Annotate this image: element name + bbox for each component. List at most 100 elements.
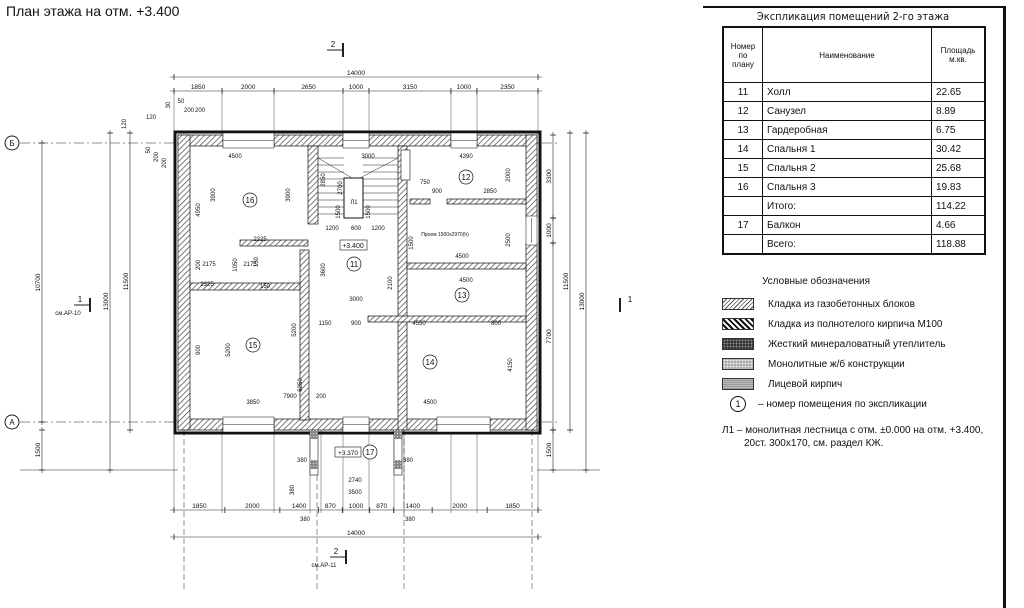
dimension-text: 1050 — [233, 258, 239, 272]
dimension-text: 2850 — [483, 189, 497, 195]
legend-item: Кладка из полнотелого кирпича М100 — [722, 314, 1012, 334]
dimension-text: 4500 — [459, 278, 473, 284]
dimension-text: 380 — [403, 458, 414, 464]
room-marker — [242, 192, 258, 208]
legend-heading: Условные обозначения — [762, 276, 871, 287]
dimension-text: 7900 — [283, 394, 297, 400]
dimension-text: 3150 — [403, 84, 418, 91]
cell-area: 30.42 — [931, 139, 986, 159]
axis-marker — [4, 414, 20, 430]
dimension-text: 2000 — [245, 503, 260, 510]
dimension-text: 120 — [146, 115, 157, 121]
dimension-text: 10700 — [35, 273, 42, 291]
dimension-text: 380 — [297, 458, 308, 464]
dimension-text: 380 — [405, 517, 416, 523]
dimension-text: 1400 — [292, 503, 307, 510]
dimension-text: 3850 — [246, 400, 260, 406]
dimension-text: 1000 — [546, 223, 553, 238]
cell-area: 118.88 — [931, 234, 986, 255]
cell-name: Спальня 2 — [762, 158, 932, 178]
dimension-text: 1000 — [457, 84, 472, 91]
dimension-text: 4150 — [508, 358, 514, 372]
room-number: 13 — [458, 291, 467, 300]
dimension-text: 120 — [122, 118, 128, 129]
dimension-text: 1850 — [191, 84, 206, 91]
elevation-mark: +3.370 — [338, 450, 358, 457]
cell-num — [722, 196, 763, 216]
dimension-text: 3500 — [348, 490, 362, 496]
stair-line — [317, 157, 353, 179]
cell-num — [722, 234, 763, 255]
cell-num: 14 — [722, 139, 763, 159]
cell-area: 6.75 — [931, 120, 986, 140]
dimension-text: 1500 — [35, 442, 42, 457]
dimension-text: 870 — [325, 503, 336, 510]
dimension-text: 750 — [420, 180, 431, 186]
stair-line — [359, 157, 399, 179]
dimension-text: 5200 — [226, 343, 232, 357]
legend-item: Кладка из газобетонных блоков — [722, 294, 1012, 314]
dimension-text: 50 — [146, 146, 152, 153]
col-header-area: Площадь м.кв. — [931, 26, 986, 83]
dimension-text: 2700 — [338, 181, 344, 195]
elevation-box — [334, 446, 362, 458]
aerated-concrete-swatch — [722, 298, 754, 310]
room-number: 12 — [462, 173, 471, 182]
wall — [368, 134, 452, 147]
wall — [177, 134, 191, 431]
dimension-text: 800 — [491, 321, 502, 327]
cell-name: Спальня 3 — [762, 177, 932, 197]
cell-name: Спальня 1 — [762, 139, 932, 159]
cell-area: 4.66 — [931, 215, 986, 235]
legend-label: – номер помещения по экспликации — [758, 398, 927, 410]
wall — [299, 249, 310, 421]
wall — [397, 145, 408, 431]
axis-label: А — [9, 418, 15, 427]
dimension-text: 4550 — [412, 321, 426, 327]
dimension-text: 3900 — [211, 188, 217, 202]
column — [310, 430, 318, 439]
dimension-text: 200 — [154, 151, 160, 162]
dimension-text: 200 — [316, 394, 327, 400]
dimension-text: 900 — [432, 189, 443, 195]
dimension-text: 2325 — [253, 237, 267, 243]
legend-label: Кладка из газобетонных блоков — [768, 298, 915, 310]
dimension-text: 13000 — [103, 292, 110, 310]
cell-name: Холл — [762, 82, 932, 102]
room-number: 11 — [350, 260, 359, 269]
insulation-swatch — [722, 338, 754, 350]
dimension-text: 2100 — [388, 276, 394, 290]
legend-label: Лицевой кирпич — [768, 378, 843, 390]
dimension-text: 1000 — [349, 503, 364, 510]
sheet-frame — [703, 6, 1006, 608]
dimension-text: 1500 — [336, 205, 342, 219]
wall — [367, 315, 527, 323]
room-marker — [362, 444, 378, 460]
dimension-text: 4500 — [228, 154, 242, 160]
dimension-text: 13000 — [579, 292, 586, 310]
axis-marker — [4, 135, 20, 151]
room-schedule-table: Номер по плану Наименование Площадь м.кв… — [722, 26, 986, 255]
room-marker — [458, 169, 474, 185]
dimension-text: 4500 — [455, 254, 469, 260]
cell-area: 19.83 — [931, 177, 986, 197]
brick-swatch — [722, 318, 754, 330]
room-number: 15 — [249, 341, 258, 350]
dimension-text: 3600 — [321, 263, 327, 277]
wall — [446, 198, 527, 205]
cell-name: Всего: — [762, 234, 932, 255]
dimension-text: 2000 — [506, 168, 512, 182]
toilet-icon — [400, 149, 411, 181]
table-caption: Экспликация помещений 2-го этажа — [756, 10, 950, 23]
table-row: Всего:118.88 — [722, 234, 986, 255]
walls — [173, 130, 542, 476]
cell-num: 13 — [722, 120, 763, 140]
legend-item: Жесткий минераловатный утеплитель — [722, 334, 1012, 354]
drawing-title: План этажа на отм. +3.400 — [6, 3, 180, 19]
dimension-text: 5200 — [292, 323, 298, 337]
dimension-text: 2175 — [202, 262, 216, 268]
dimension-text: 200 — [162, 157, 168, 168]
cell-num: 17 — [722, 215, 763, 235]
